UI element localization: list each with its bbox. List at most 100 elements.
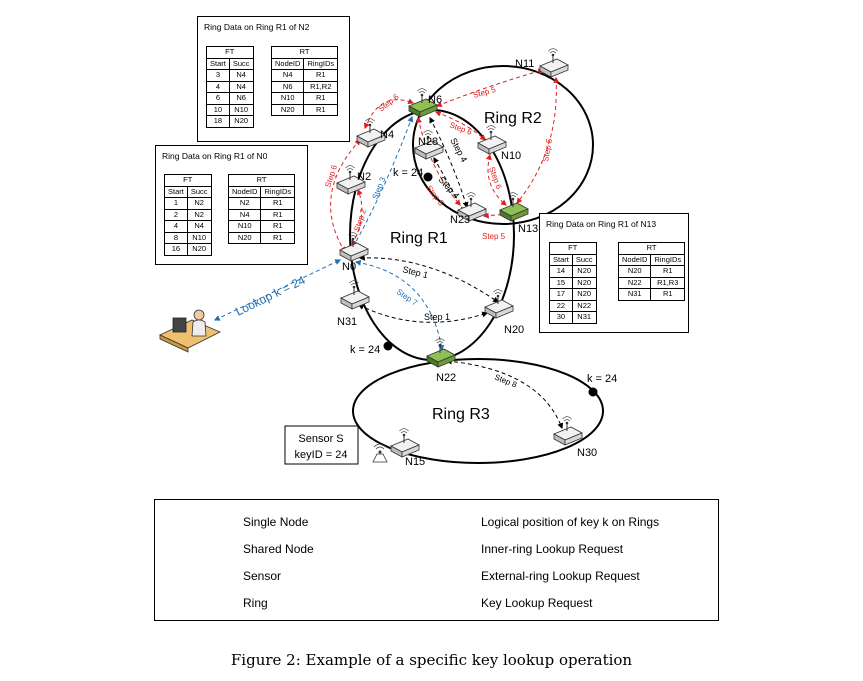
sensor-s-box xyxy=(284,425,359,465)
table-n13-col-start: Start xyxy=(549,253,573,266)
table-n2-ft-header: FT xyxy=(206,46,254,59)
table-cell: 10 xyxy=(206,103,230,116)
table-cell: N31 xyxy=(571,311,597,324)
key-label-r3: k = 24 xyxy=(587,373,617,385)
step5-n23-label: Step 5 xyxy=(482,232,506,241)
table-cell: 14 xyxy=(549,265,573,278)
step6-top-label: Step 6 xyxy=(377,92,401,114)
table-cell: N4 xyxy=(227,208,262,221)
external-arrow-step6-n13 xyxy=(485,153,507,206)
external-arrow-step6-n10 xyxy=(434,110,486,141)
legend-inner-label: Inner-ring Lookup Request xyxy=(481,542,624,556)
table-n13-title: Ring Data on Ring R1 of N13 xyxy=(546,219,657,229)
node-n11-label: N11 xyxy=(515,58,534,70)
table-cell: N10 xyxy=(186,231,212,244)
table-cell: R1 xyxy=(260,220,296,233)
step1-bottom-label: Step 1 xyxy=(424,312,450,322)
table-cell: N2 xyxy=(227,197,262,210)
external-arrow-step5-n11 xyxy=(435,68,545,108)
table-cell: 22 xyxy=(549,299,573,312)
table-n2-col-start: Start xyxy=(206,57,230,70)
key-arrow-lookup xyxy=(213,259,342,321)
node-n13-icon xyxy=(499,192,529,222)
step7-label: Step 7 xyxy=(395,287,420,308)
key-arrow-step3 xyxy=(352,115,414,249)
table-n2-rt-header: RT xyxy=(270,46,339,59)
table-cell: 1 xyxy=(164,197,188,210)
table-n2-col-nodeid: NodeID xyxy=(270,57,305,70)
table-cell: N4 xyxy=(186,220,212,233)
legend: Single Node Shared Node Sensor Ring Logi… xyxy=(154,499,719,621)
step5-right-label: Step 5 xyxy=(541,137,554,162)
table-cell: N2 xyxy=(186,197,212,210)
step3-label: Step 3 xyxy=(371,175,388,200)
table-cell: N20 xyxy=(571,288,597,301)
ring-r1-label: Ring R1 xyxy=(390,230,448,247)
table-cell: N10 xyxy=(228,103,254,116)
table-cell: R1 xyxy=(303,92,339,105)
table-cell: N20 xyxy=(186,243,212,256)
table-cell: N22 xyxy=(571,299,597,312)
node-n10-label: N10 xyxy=(501,150,521,162)
table-cell: 30 xyxy=(549,311,573,324)
key-label-r1: k = 24 xyxy=(350,344,380,356)
table-cell: R1,R3 xyxy=(650,276,686,289)
table-cell: 8 xyxy=(164,231,188,244)
table-n0-rt-header: RT xyxy=(227,174,296,187)
ring-r3-label: Ring R3 xyxy=(432,406,490,423)
node-n20-label: N20 xyxy=(504,324,524,336)
table-cell: N10 xyxy=(270,92,305,105)
key-label-r2: k = 24 xyxy=(393,167,423,179)
external-arrow-step5-diag xyxy=(416,116,461,206)
ring-r2-label: Ring R2 xyxy=(484,110,542,127)
table-cell: N22 xyxy=(617,276,652,289)
node-n6-label: N6 xyxy=(428,94,442,106)
user-workstation-icon xyxy=(159,309,221,353)
node-n20-icon xyxy=(484,289,514,319)
step4-a-label: Step 4 xyxy=(448,136,469,164)
inner-arrow-step8 xyxy=(445,358,564,430)
table-cell: 17 xyxy=(549,288,573,301)
table-cell: N20 xyxy=(571,276,597,289)
table-cell: N31 xyxy=(617,288,652,301)
node-n4-label: N4 xyxy=(380,129,394,141)
table-cell: N20 xyxy=(228,115,254,128)
key-position-dot-r3 xyxy=(588,387,598,397)
table-cell: 16 xyxy=(164,243,188,256)
table-cell: 4 xyxy=(164,220,188,233)
node-n23-label: N23 xyxy=(450,214,470,226)
external-arrow-step5-right xyxy=(516,76,560,204)
table-cell: 3 xyxy=(206,69,230,82)
table-cell: N20 xyxy=(270,103,305,116)
legend-keypos-label: Logical position of key k on Rings xyxy=(481,515,660,529)
table-cell: R1 xyxy=(650,265,686,278)
table-cell: N4 xyxy=(270,69,305,82)
inner-arrow-step1-top xyxy=(358,254,499,303)
table-n0-col-ringids: RingIDs xyxy=(260,185,296,198)
lookup-k24-label: Lookup k = 24 xyxy=(233,273,307,319)
sensor-s-name: Sensor S xyxy=(298,433,343,445)
table-cell: N6 xyxy=(270,80,305,93)
table-n0-title: Ring Data on Ring R1 of N0 xyxy=(162,151,268,161)
table-n13-col-ringids: RingIDs xyxy=(650,253,686,266)
sensor-s-keyid: keyID = 24 xyxy=(295,449,348,461)
legend-single-node-label: Single Node xyxy=(243,515,309,529)
table-cell: R1 xyxy=(260,197,296,210)
node-n0-label: N0 xyxy=(342,261,356,273)
node-n11-icon xyxy=(539,48,569,78)
legend-external-label: External-ring Lookup Request xyxy=(481,569,640,583)
table-n13-rt-header: RT xyxy=(617,242,686,255)
table-cell: R1,R2 xyxy=(303,80,339,93)
node-n30-icon xyxy=(553,416,583,446)
step8-label: Step 8 xyxy=(493,373,518,390)
table-cell: N2 xyxy=(186,208,212,221)
external-arrow-step6-left xyxy=(330,139,361,254)
table-n2-title: Ring Data on Ring R1 of N2 xyxy=(204,22,310,32)
table-cell: N20 xyxy=(571,265,597,278)
key-position-dot-r2 xyxy=(423,172,433,182)
